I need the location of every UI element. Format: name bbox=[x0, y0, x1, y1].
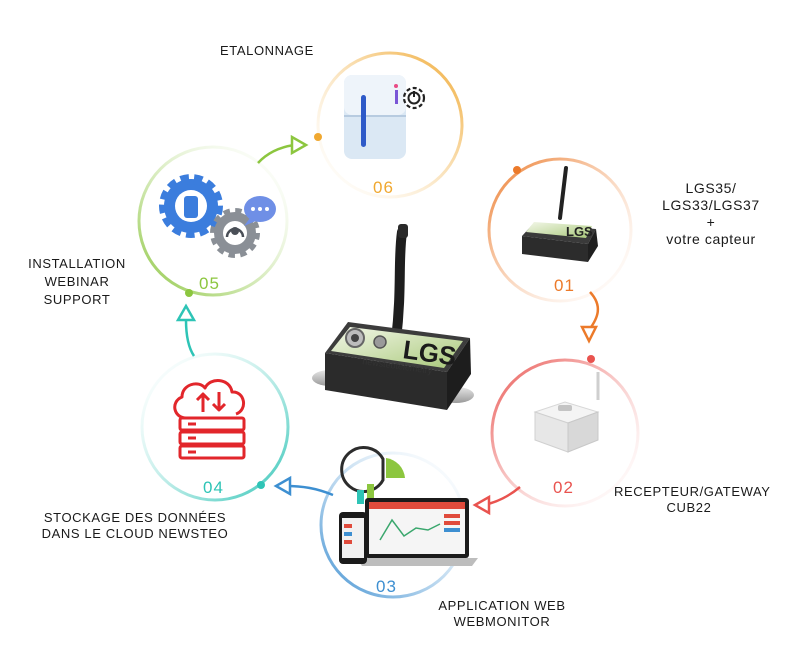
arrow-01-to-02 bbox=[579, 291, 600, 344]
arrow-05-to-06 bbox=[257, 134, 309, 164]
arrow-02-to-03 bbox=[472, 486, 521, 516]
step-02-circle bbox=[490, 355, 640, 508]
step-06-number: 06 bbox=[373, 178, 394, 197]
step-01-circle bbox=[487, 157, 633, 303]
lgs-sensor-icon: LGS bbox=[522, 166, 598, 262]
step-04-label: STOCKAGE DES DONNÉES DANS LE CLOUD NEWST… bbox=[41, 510, 229, 541]
gateway-box-icon bbox=[533, 372, 600, 453]
step-04-number: 04 bbox=[203, 478, 224, 497]
step-06-circle bbox=[314, 51, 464, 199]
step-01-number: 01 bbox=[554, 276, 575, 295]
step-01-label: LGS35/ LGS33/LGS37 + votre capteur bbox=[662, 180, 760, 247]
step-02-label: RECEPTEUR/GATEWAY CUB22 bbox=[614, 484, 771, 515]
arrow-03-to-04 bbox=[273, 475, 334, 497]
step-05-circle bbox=[137, 145, 289, 297]
small-device-model: LGS bbox=[566, 224, 593, 239]
step-02-number: 02 bbox=[553, 478, 574, 497]
step-05-number: 05 bbox=[199, 274, 220, 293]
gear-support-icon bbox=[159, 174, 276, 258]
cloud-server-icon bbox=[173, 379, 246, 460]
laptop-phone-dashboard-icon bbox=[339, 446, 478, 566]
step-06-label: ETALONNAGE bbox=[220, 43, 314, 58]
central-lgs-device: newsteotelemetry LGS bbox=[312, 224, 474, 410]
step-03-number: 03 bbox=[376, 577, 397, 596]
device-model: LGS bbox=[401, 334, 458, 371]
step-03-label: APPLICATION WEB WEBMONITOR bbox=[438, 598, 566, 629]
arrow-04-to-05 bbox=[175, 303, 197, 357]
step-04-circle bbox=[140, 352, 290, 502]
step-05-label: INSTALLATION WEBINAR SUPPORT bbox=[28, 256, 126, 307]
fridge-calibration-icon bbox=[344, 75, 426, 159]
